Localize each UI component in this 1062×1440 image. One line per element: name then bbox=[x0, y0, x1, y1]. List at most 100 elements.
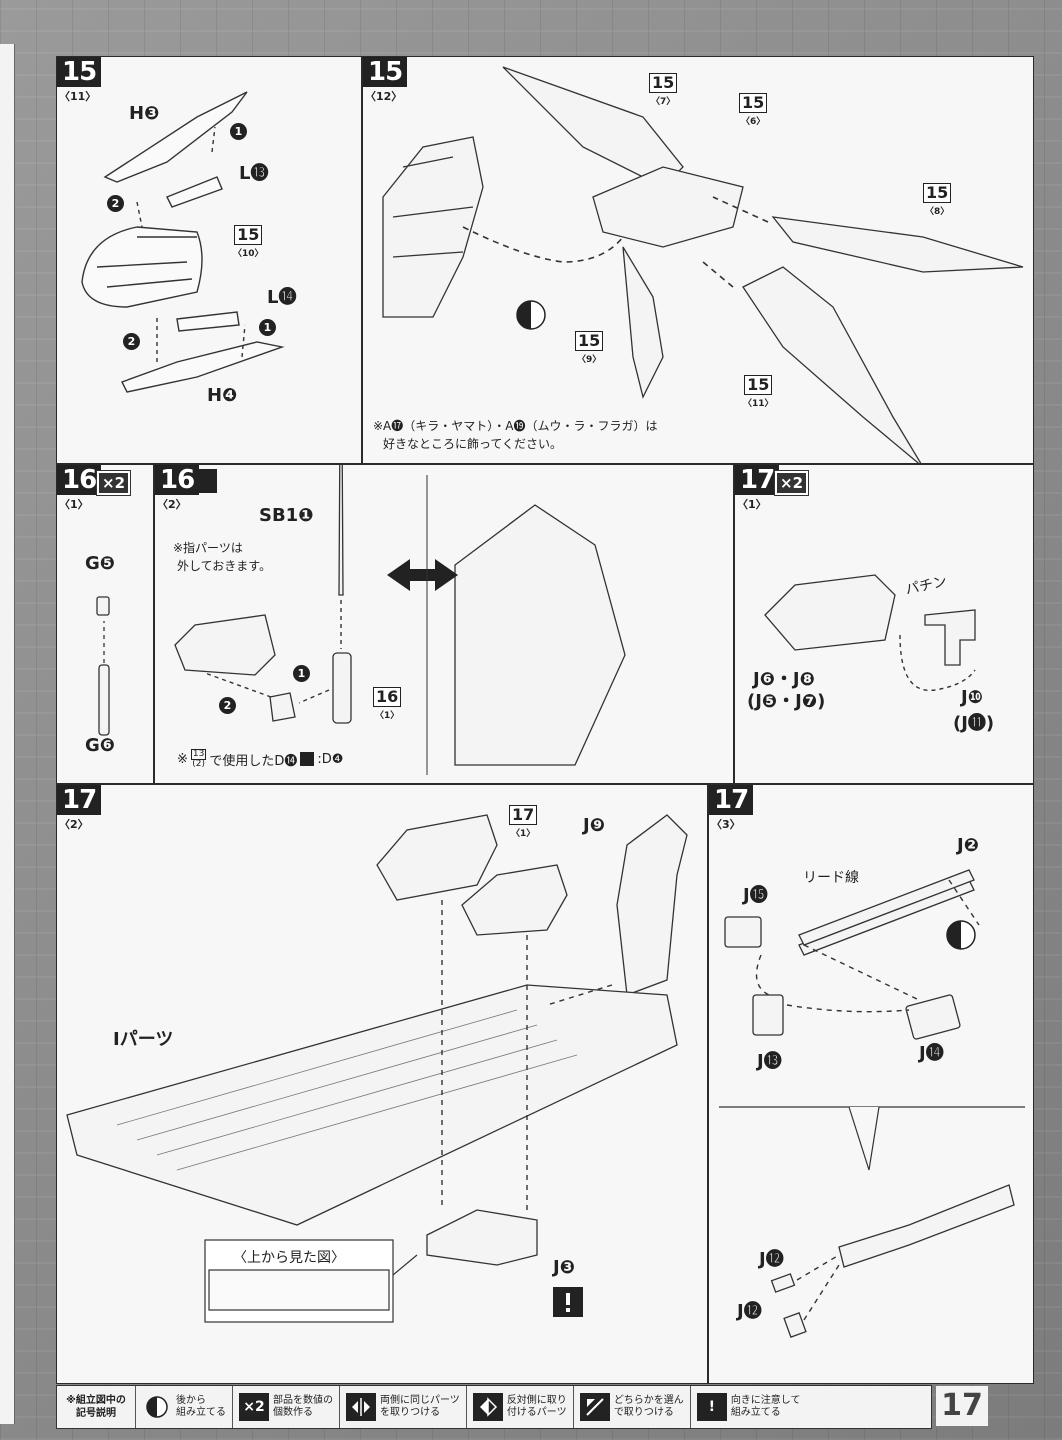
part-label-l14: L⓮ bbox=[267, 287, 297, 308]
order-marker: 1 bbox=[293, 665, 310, 682]
reference-step-sub: 〈1〉 bbox=[375, 711, 400, 721]
part-label-j5-j7: (J❺・J❼) bbox=[747, 691, 826, 712]
step-15-11-panel: 15 〈11〉 H❸ L⓭ L⓮ H❹ 15 〈10〉 1 2 1 2 bbox=[56, 56, 362, 464]
step-17-1-panel: 17 〈1〉 ×2 J❻・J❽ (J❺・J❼) J❿ (J⓫) パチン bbox=[734, 464, 1034, 784]
step-reference-15-11: 15 〈11〉 bbox=[743, 375, 774, 409]
finger-parts-note-line1: ※指パーツは bbox=[173, 541, 243, 555]
reference-step-number: 15 bbox=[744, 375, 773, 395]
part-label-j12-upper: J⓬ bbox=[759, 1249, 784, 1270]
legend-title-line1: ※組立図中の bbox=[66, 1395, 126, 1406]
part-label-j14: J⓮ bbox=[919, 1043, 944, 1064]
order-marker: 1 bbox=[230, 123, 247, 140]
order-marker: 1 bbox=[259, 319, 276, 336]
note-step-ref: 13 (2) bbox=[190, 749, 207, 769]
part-label-j3: J❸ bbox=[553, 1257, 575, 1278]
step-subnumber: 〈1〉 bbox=[59, 498, 89, 511]
legend-item-back: 後から組み立てる bbox=[135, 1386, 232, 1428]
orientation-warning-icon: ! bbox=[696, 1393, 727, 1421]
legend-text: 組み立てる bbox=[730, 1407, 781, 1418]
adjacent-page-strip bbox=[0, 44, 15, 1424]
step-number: 16 bbox=[57, 465, 102, 495]
lead-wire-label: リード線 bbox=[803, 870, 859, 886]
reference-step-sub: 〈6〉 bbox=[741, 117, 766, 127]
step-number: 15 bbox=[363, 57, 408, 87]
step-15-12-panel: 15 〈12〉 15 〈7〉 15 〈6〉 15 〈8〉 15 〈9〉 bbox=[362, 56, 1034, 464]
note-ref-number: 13 bbox=[190, 749, 207, 760]
note-ref-sub: (2) bbox=[192, 759, 205, 769]
note-marker: ※ bbox=[177, 751, 188, 767]
note-text: で使用したD⓮ bbox=[209, 753, 298, 769]
step-subnumber: 〈2〉 bbox=[59, 818, 89, 831]
stand-foot-illustration bbox=[764, 574, 976, 692]
legend-title-line2: 記号説明 bbox=[76, 1408, 116, 1419]
legend-item-multiply: ×2 部品を数値の個数作る bbox=[232, 1386, 339, 1428]
backpack-wings-attachment-illustration bbox=[382, 66, 1024, 463]
legend-text: 組み立てる bbox=[176, 1407, 226, 1418]
reference-step-sub: 〈8〉 bbox=[925, 207, 950, 217]
step-16-1-panel: 16 〈1〉 ×2 G❺ G❻ bbox=[56, 464, 154, 784]
multiply-2-icon: ×2 bbox=[239, 1393, 269, 1421]
part-label-j9: J❾ bbox=[583, 815, 605, 836]
beam-saber-hand-illustration bbox=[174, 465, 626, 775]
beam-saber-hilt-illustration bbox=[96, 596, 110, 736]
reference-step-number: 15 bbox=[234, 225, 263, 245]
display-base-assembly-illustration bbox=[66, 814, 688, 1323]
legend-text: 向きに注意して bbox=[730, 1395, 801, 1406]
finger-parts-note-line2: 外しておきます。 bbox=[177, 559, 272, 573]
part-label-j10: J❿ bbox=[961, 687, 983, 708]
part-label-j13: J⓭ bbox=[757, 1051, 782, 1072]
legend-text: どちらかを選ん bbox=[613, 1395, 684, 1406]
multiply-badge: ×2 bbox=[95, 470, 132, 496]
legend-text: 付けるパーツ bbox=[506, 1407, 567, 1418]
step-reference-15-8: 15 〈8〉 bbox=[923, 183, 952, 217]
part-label-j6-j8: J❻・J❽ bbox=[753, 669, 815, 690]
reference-step-number: 15 bbox=[923, 183, 952, 203]
note-text-suffix: :D❹ bbox=[317, 751, 344, 767]
display-note-line1: ※A⓱（キラ・ヤマト）・A⓳（ムウ・ラ・フラガ）は bbox=[373, 419, 658, 433]
step-reference-17-1: 17 〈1〉 bbox=[509, 805, 538, 839]
back-view-icon bbox=[142, 1393, 172, 1421]
reference-step-number: 15 bbox=[575, 331, 604, 351]
wing-armor-assembly-illustration bbox=[81, 91, 285, 393]
legend-text: 両側に同じパーツ bbox=[380, 1395, 460, 1406]
part-label-h4: H❹ bbox=[207, 385, 238, 406]
legend-text: 部品を数値の bbox=[273, 1395, 333, 1406]
reference-step-number: 15 bbox=[739, 93, 768, 113]
step-number: 17 bbox=[709, 785, 754, 815]
reference-step-number: 15 bbox=[649, 73, 678, 93]
hand-swap-note: ※ 13 (2) で使用したD⓮ :D❹ bbox=[177, 749, 343, 769]
reference-step-sub: 〈7〉 bbox=[651, 97, 676, 107]
legend-item-opposite-side: 反対側に取り付けるパーツ bbox=[465, 1386, 573, 1428]
legend-text: 個数作る bbox=[273, 1407, 313, 1418]
opposite-side-icon bbox=[300, 752, 315, 766]
step-subnumber: 〈11〉 bbox=[59, 90, 97, 103]
top-view-label: 〈上から見た図〉 bbox=[233, 1250, 345, 1266]
legend-text: を取りつける bbox=[380, 1407, 441, 1418]
step-number: 15 bbox=[57, 57, 102, 87]
part-label-j12-lower: J⓬ bbox=[737, 1301, 762, 1322]
display-note-line2: 好きなところに飾ってください。 bbox=[383, 437, 563, 451]
both-sides-icon bbox=[346, 1393, 376, 1421]
part-label-g6: G❻ bbox=[85, 735, 116, 756]
reference-step-sub: 〈9〉 bbox=[577, 355, 602, 365]
legend-text: で取りつける bbox=[613, 1407, 674, 1418]
legend-title: ※組立図中の 記号説明 bbox=[57, 1394, 135, 1420]
legend-text: 後から bbox=[176, 1395, 206, 1406]
choose-one-icon bbox=[579, 1393, 610, 1421]
order-marker: 2 bbox=[219, 697, 236, 714]
step-reference-15-7: 15 〈7〉 bbox=[649, 73, 678, 107]
symbol-legend: ※組立図中の 記号説明 後から組み立てる ×2 部品を数値の個数作る 両側に同じ… bbox=[56, 1385, 932, 1429]
step-17-2-panel: 17 〈2〉 17 〈1〉 J❾ Iパーツ J❸ 〈上から見た図〉 bbox=[56, 784, 708, 1384]
step-subnumber: 〈12〉 bbox=[365, 90, 403, 103]
part-label-h3: H❸ bbox=[129, 103, 160, 124]
part-label-g5: G❺ bbox=[85, 553, 116, 574]
step-reference-15-6: 15 〈6〉 bbox=[739, 93, 768, 127]
step-reference-16-1: 16 〈1〉 bbox=[373, 687, 402, 721]
legend-item-both-sides: 両側に同じパーツを取りつける bbox=[339, 1386, 466, 1428]
step-16-2-panel: 16 〈2〉 SB1❶ ※指パーツは 外しておきます。 16 〈1〉 1 2 ※… bbox=[154, 464, 734, 784]
opposite-side-icon bbox=[472, 1393, 503, 1421]
step-17-3-panel: 17 〈3〉 J❷ リード線 J⓯ J⓭ J⓮ J⓬ J⓬ bbox=[708, 784, 1034, 1384]
reference-step-sub: 〈10〉 bbox=[233, 249, 264, 259]
step-number: 17 bbox=[735, 465, 780, 495]
legend-item-orientation: ! 向きに注意して組み立てる bbox=[689, 1386, 807, 1428]
